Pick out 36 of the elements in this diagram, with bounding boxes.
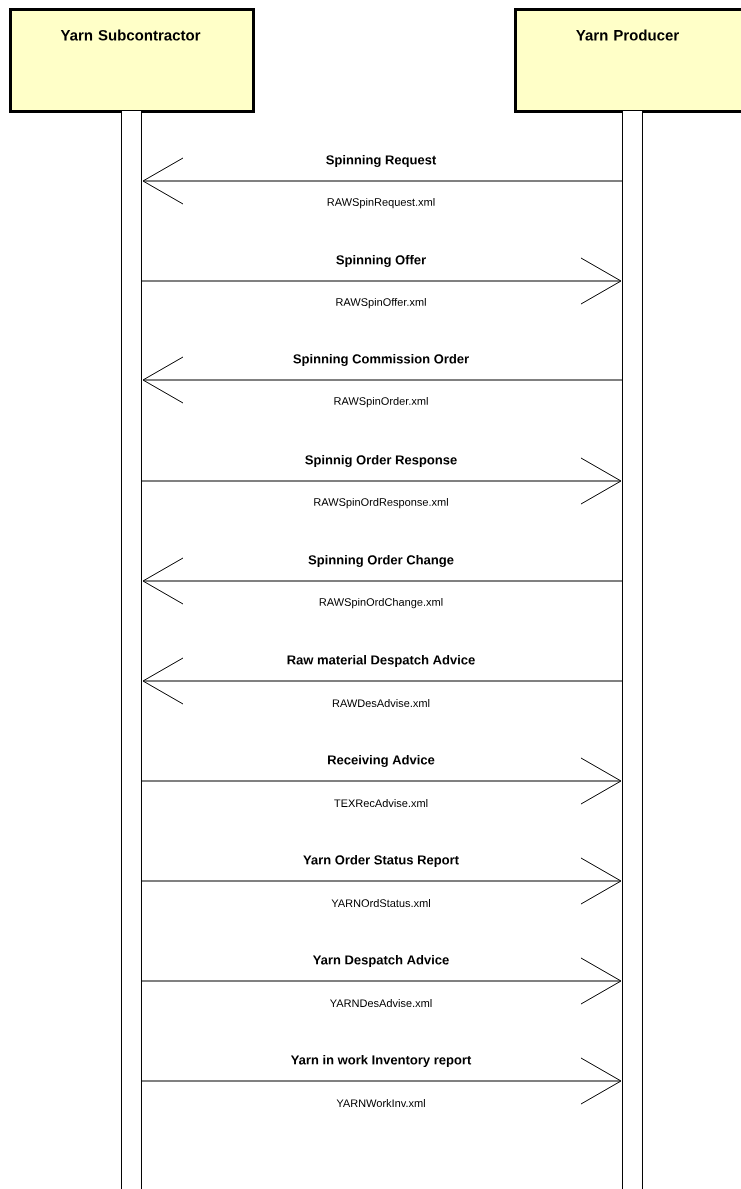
participant-box xyxy=(514,8,741,113)
file-name: RAWSpinRequest.xml xyxy=(327,197,435,209)
file-name: TEXRecAdvise.xml xyxy=(334,798,428,808)
message-arrow xyxy=(141,757,622,805)
message-arrow xyxy=(142,157,623,205)
message-arrow xyxy=(141,457,622,505)
lifeline-bar xyxy=(622,110,643,1189)
message-arrow xyxy=(142,356,623,404)
message-label: Raw material Despatch Advice xyxy=(285,653,477,669)
file-name: RAWSpinOffer.xml xyxy=(336,297,426,309)
participant-name: Yarn Producer xyxy=(576,29,679,41)
message-arrow xyxy=(141,857,622,905)
file-name: RAWSpinOrdResponse.xml xyxy=(314,497,448,509)
message-label: Spinning Commission Order xyxy=(291,352,471,368)
message-label: Spinning Request xyxy=(324,153,438,169)
file-name: YARNWorkInv.xml xyxy=(336,1098,425,1108)
file-name: RAWDesAdvise.xml xyxy=(332,698,430,708)
message-label: Spinnig Order Response xyxy=(303,453,459,469)
participant-name: Yarn Subcontractor xyxy=(60,29,201,41)
message-label: Receiving Advice xyxy=(326,753,436,769)
message-label: Yarn Order Status Report xyxy=(302,853,460,869)
message-label: Yarn Despatch Advice xyxy=(311,953,451,969)
file-name: RAWSpinOrdChange.xml xyxy=(319,597,443,609)
file-name: YARNOrdStatus.xml xyxy=(331,898,430,908)
message-arrow xyxy=(141,257,622,305)
file-name: YARNDesAdvise.xml xyxy=(330,998,432,1008)
message-arrow xyxy=(141,957,622,1005)
message-label: Yarn in work Inventory report xyxy=(289,1053,473,1069)
message-arrow xyxy=(142,557,623,605)
message-label: Spinning Offer xyxy=(334,253,428,269)
lifeline-bar xyxy=(121,110,142,1189)
message-label: Spinning Order Change xyxy=(307,553,455,569)
file-name: RAWSpinOrder.xml xyxy=(334,396,428,408)
participant-box xyxy=(9,8,255,113)
message-arrow xyxy=(142,657,623,705)
message-arrow xyxy=(141,1057,622,1105)
